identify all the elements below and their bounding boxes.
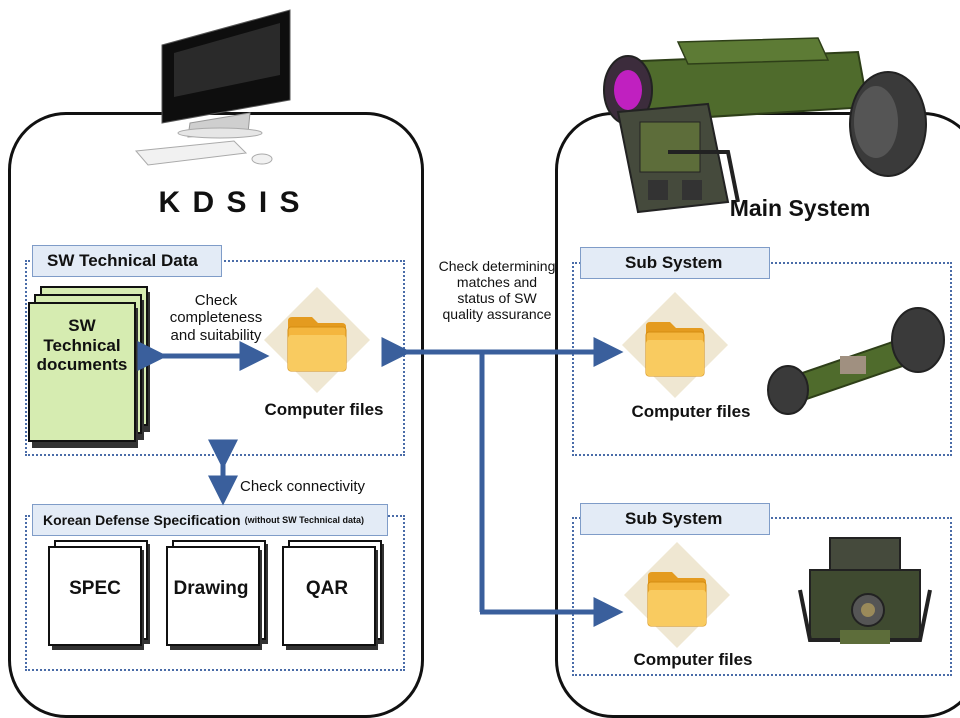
folder-icon (622, 292, 728, 398)
sub-system-cluster-image (798, 537, 932, 644)
sub-system-launcher-image (767, 307, 945, 415)
spec-label: SPEC (69, 578, 121, 599)
sub-system-header-2: Sub System (580, 503, 770, 535)
spec-header-main: Korean Defense Specification (43, 512, 241, 528)
folder-icon (264, 287, 370, 393)
computer-files-label-sub2: Computer files (633, 650, 753, 669)
qar-label: QAR (305, 578, 349, 599)
main-system-launcher-image (603, 37, 927, 214)
computer-files-label-left: Computer files (264, 400, 384, 419)
check-connectivity-label: Check connectivity (240, 478, 366, 495)
sw-technical-documents-label: SW Technical documents (36, 316, 128, 375)
main-system-title: Main System (729, 195, 871, 221)
check-determining-label: Check determining matches and status of … (438, 258, 556, 323)
computer-monitor-icon (134, 9, 291, 166)
kdsis-title: K D S I S (158, 186, 302, 219)
spec-header-sub: (without SW Technical data) (244, 515, 364, 525)
folder-icon (624, 542, 730, 648)
arrow-connectors (137, 337, 624, 627)
computer-files-label-sub1: Computer files (631, 402, 751, 421)
drawing-label: Drawing (173, 578, 249, 599)
sub-system-header-1: Sub System (580, 247, 770, 279)
sw-technical-data-header: SW Technical Data (32, 245, 222, 277)
check-completeness-label: Check completeness and suitability (169, 292, 263, 344)
